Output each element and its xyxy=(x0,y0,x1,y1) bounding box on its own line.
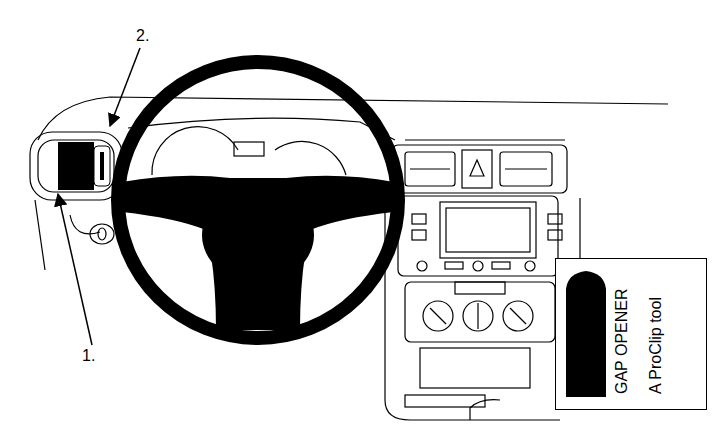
button xyxy=(412,214,426,224)
gauge xyxy=(275,141,346,175)
left-vent xyxy=(30,132,122,200)
climate-knob xyxy=(423,301,453,331)
console xyxy=(385,200,560,420)
radio xyxy=(398,196,558,276)
switch xyxy=(98,228,106,240)
knob-mark xyxy=(430,308,446,324)
storage xyxy=(420,348,530,388)
callout-number: 2. xyxy=(136,28,149,44)
knob-mark xyxy=(477,303,478,329)
mount xyxy=(94,146,110,186)
gap-opener-icon xyxy=(556,259,705,408)
switch xyxy=(90,224,114,244)
console xyxy=(579,198,580,258)
display xyxy=(234,142,264,156)
cluster-hood xyxy=(128,118,395,140)
knob xyxy=(417,261,427,271)
callout-number: 1. xyxy=(82,348,95,364)
vent-slat xyxy=(410,168,450,169)
wheel-spokes xyxy=(122,176,394,330)
hazard-symbol xyxy=(470,160,484,176)
center-vent xyxy=(392,145,567,193)
mount xyxy=(58,142,94,190)
tool-subtitle: A ProClip tool xyxy=(648,297,664,394)
button xyxy=(548,230,562,240)
button xyxy=(492,262,510,269)
callout-arrow xyxy=(58,194,92,345)
dash-edge xyxy=(35,200,45,270)
hazard-button xyxy=(462,150,492,188)
callout-arrow xyxy=(110,48,140,126)
tool-name: GAP OPENER xyxy=(614,288,630,394)
center-vent xyxy=(500,152,552,186)
climate-panel xyxy=(455,282,505,294)
gap-opener-shape xyxy=(566,271,606,397)
tool-box: GAP OPENER A ProClip tool xyxy=(555,258,707,410)
gear-boot xyxy=(470,400,500,420)
knob xyxy=(473,261,483,271)
gauge xyxy=(152,127,238,175)
radio-screen xyxy=(446,208,530,252)
center-vent xyxy=(405,152,455,186)
button xyxy=(548,214,562,224)
dash-line xyxy=(405,139,565,140)
knob-mark xyxy=(510,308,526,324)
radio-screen xyxy=(440,202,536,258)
climate-knob xyxy=(503,301,533,331)
left-vent xyxy=(38,140,114,192)
wheel-hub xyxy=(202,187,314,283)
button xyxy=(412,230,426,240)
button xyxy=(445,262,463,269)
vent-slat xyxy=(505,168,547,169)
steering-wheel xyxy=(118,62,398,338)
climate-knob xyxy=(463,301,493,331)
mount xyxy=(100,152,104,180)
cable xyxy=(70,215,100,234)
climate-panel xyxy=(405,282,555,342)
knob xyxy=(525,261,535,271)
rotated-text-frame: GAP OPENER A ProClip tool xyxy=(556,259,705,408)
